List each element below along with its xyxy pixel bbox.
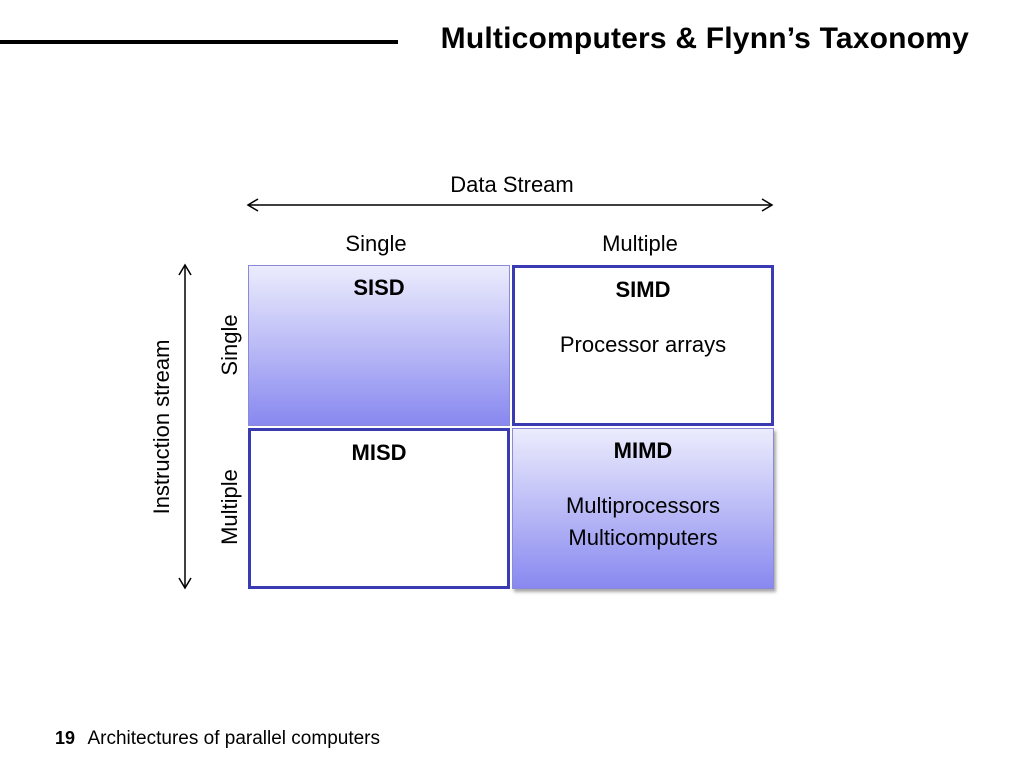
- row-header-multiple: Multiple: [217, 469, 242, 545]
- cell-mimd-line: Multiprocessors: [565, 493, 721, 518]
- cell-simd-desc: Processor arrays: [515, 329, 771, 361]
- cell-sisd-name: SISD: [353, 275, 405, 300]
- cell-misd-name: MISD: [351, 440, 407, 465]
- row-header-single: Single: [217, 314, 242, 376]
- data-stream-label: Data Stream: [450, 172, 574, 197]
- footer: 19 Architectures of parallel computers: [55, 728, 380, 750]
- column-header-single: Single: [345, 231, 407, 256]
- data-stream-arrow: [246, 198, 774, 212]
- instruction-stream-arrow: [178, 263, 192, 590]
- cell-simd-line: Processor arrays: [559, 332, 727, 357]
- column-header-multiple: Multiple: [602, 231, 678, 256]
- cell-misd: MISD: [248, 428, 510, 589]
- cell-mimd-name: MIMD: [613, 438, 673, 463]
- footer-text: Architectures of parallel computers: [87, 728, 380, 749]
- cell-simd: SIMD Processor arrays: [512, 265, 774, 426]
- cell-simd-name: SIMD: [615, 277, 671, 302]
- cell-sisd: SISD: [248, 265, 510, 426]
- cell-mimd-desc: Multiprocessors Multicomputers: [513, 490, 773, 554]
- title-rule: [0, 40, 398, 44]
- cell-mimd-line: Multicomputers: [568, 525, 718, 550]
- page-number: 19: [55, 728, 76, 748]
- slide-title: Multicomputers & Flynn’s Taxonomy: [440, 22, 969, 55]
- cell-mimd: MIMD Multiprocessors Multicomputers: [512, 428, 774, 589]
- instruction-stream-label: Instruction stream: [149, 339, 174, 515]
